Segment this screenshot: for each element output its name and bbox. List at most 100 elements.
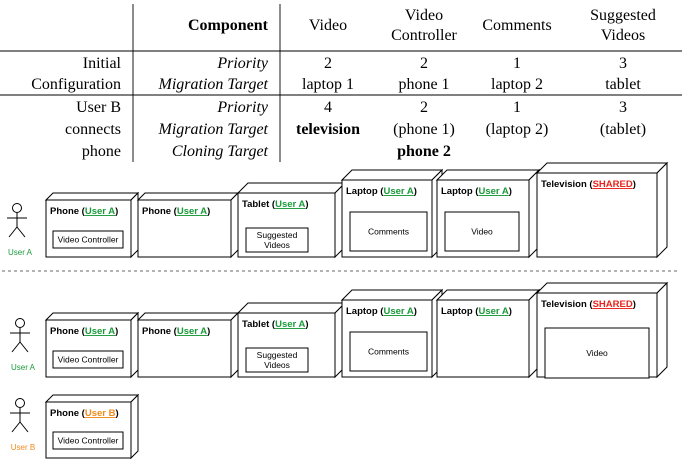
component-label-line: Videos bbox=[264, 240, 290, 250]
device-node: Phone (User A) bbox=[136, 311, 240, 379]
device-paren: ) bbox=[633, 179, 636, 190]
scenario-label: connects bbox=[65, 121, 121, 138]
component-label-line: Videos bbox=[264, 360, 290, 370]
table-cell: 3 bbox=[619, 99, 627, 116]
user-label: User A bbox=[8, 248, 33, 257]
column-header: Comments bbox=[482, 17, 551, 34]
device-paren: ) bbox=[115, 206, 118, 217]
device-paren: ( bbox=[378, 186, 385, 197]
component-box bbox=[349, 331, 428, 372]
component-label: Comments bbox=[368, 347, 409, 357]
device-paren: ) bbox=[305, 319, 308, 330]
device-name: Laptop bbox=[346, 306, 378, 317]
user-label: User B bbox=[11, 443, 35, 452]
component-header: Component bbox=[188, 17, 269, 34]
table-cell: (tablet) bbox=[600, 121, 646, 138]
device-name: Laptop bbox=[441, 306, 473, 317]
device-label: Laptop (User A) bbox=[346, 186, 417, 197]
table-cell: (phone 1) bbox=[393, 121, 455, 138]
table-cell: television bbox=[296, 121, 360, 138]
device-label: Laptop (User A) bbox=[441, 186, 512, 197]
device-paren: ) bbox=[207, 206, 210, 217]
device-name: Phone bbox=[50, 206, 79, 217]
column-header: Suggested bbox=[590, 7, 656, 24]
device-label: Television (SHARED) bbox=[541, 179, 636, 190]
column-header: Videos bbox=[601, 27, 645, 44]
device-owner: User A bbox=[275, 199, 305, 210]
row-label: Cloning Target bbox=[172, 143, 269, 160]
table-cell: 2 bbox=[420, 99, 428, 116]
device-paren: ) bbox=[633, 299, 636, 310]
table-cell: 1 bbox=[513, 55, 521, 72]
table-cell: phone 1 bbox=[398, 76, 449, 93]
column-header: Video bbox=[309, 17, 347, 34]
device-node: Television (SHARED)Video bbox=[535, 281, 669, 379]
device-name: Tablet bbox=[242, 319, 270, 330]
device-label: Laptop (User A) bbox=[346, 306, 417, 317]
device-owner: SHARED bbox=[593, 299, 633, 310]
device-node: Laptop (User A) bbox=[435, 288, 541, 379]
device-name: Phone bbox=[50, 326, 79, 337]
component-label: Video Controller bbox=[58, 355, 119, 365]
component-label-line: Suggested bbox=[257, 230, 298, 240]
component-label: Video bbox=[471, 227, 493, 237]
device-owner: User B bbox=[85, 408, 116, 419]
device-owner: User A bbox=[177, 326, 207, 337]
device-paren: ( bbox=[79, 326, 86, 337]
component-label: Comments bbox=[368, 227, 409, 237]
device-label: Tablet (User A) bbox=[242, 319, 309, 330]
device-name: Laptop bbox=[441, 186, 473, 197]
device-node: Laptop (User A) Video bbox=[435, 168, 541, 259]
device-paren: ( bbox=[269, 199, 276, 210]
device-owner: User A bbox=[85, 206, 115, 217]
scenario-label: Configuration bbox=[31, 76, 121, 93]
device-name: Television bbox=[541, 179, 587, 190]
device-paren: ( bbox=[473, 306, 480, 317]
device-paren: ( bbox=[79, 206, 86, 217]
device-name: Television bbox=[541, 299, 587, 310]
device-label: Laptop (User A) bbox=[441, 306, 512, 317]
row-label: Priority bbox=[216, 55, 269, 72]
device-node: Phone (User A) Video Controller bbox=[44, 311, 140, 379]
device-name: Phone bbox=[50, 408, 79, 419]
device-paren: ( bbox=[473, 186, 480, 197]
user-figure-icon bbox=[7, 203, 27, 238]
device-owner: User A bbox=[275, 319, 305, 330]
device-label: Phone (User A) bbox=[50, 206, 118, 217]
column-header: Video bbox=[405, 7, 443, 24]
device-paren: ( bbox=[269, 319, 276, 330]
table-cell: laptop 1 bbox=[302, 76, 354, 93]
device-paren: ( bbox=[79, 408, 86, 419]
row-label: Migration Target bbox=[158, 76, 269, 93]
scenario-label: Initial bbox=[83, 55, 122, 72]
table-cell: 2 bbox=[420, 55, 428, 72]
user-figure-icon bbox=[10, 318, 30, 353]
device-owner: User A bbox=[478, 186, 508, 197]
user-figure-icon bbox=[10, 398, 30, 433]
device-node: Laptop (User A) Comments bbox=[340, 168, 444, 259]
device-label: Phone (User A) bbox=[142, 206, 210, 217]
device-owner: User A bbox=[177, 206, 207, 217]
table-cell: (laptop 2) bbox=[486, 121, 549, 138]
device-name: Laptop bbox=[346, 186, 378, 197]
device-paren: ) bbox=[414, 306, 417, 317]
scenario-label: User B bbox=[76, 99, 121, 116]
table-cell: tablet bbox=[605, 76, 641, 93]
column-header: Controller bbox=[391, 27, 457, 44]
component-box bbox=[52, 350, 124, 369]
device-owner: User A bbox=[85, 326, 115, 337]
device-paren: ) bbox=[115, 326, 118, 337]
device-owner: User A bbox=[383, 306, 413, 317]
device-label: Tablet (User A) bbox=[242, 199, 309, 210]
component-box bbox=[52, 230, 124, 249]
device-owner: User A bbox=[478, 306, 508, 317]
row-label: Migration Target bbox=[158, 121, 269, 138]
table-cell: 4 bbox=[324, 99, 332, 116]
component-label: Video Controller bbox=[58, 235, 119, 245]
device-paren: ) bbox=[414, 186, 417, 197]
